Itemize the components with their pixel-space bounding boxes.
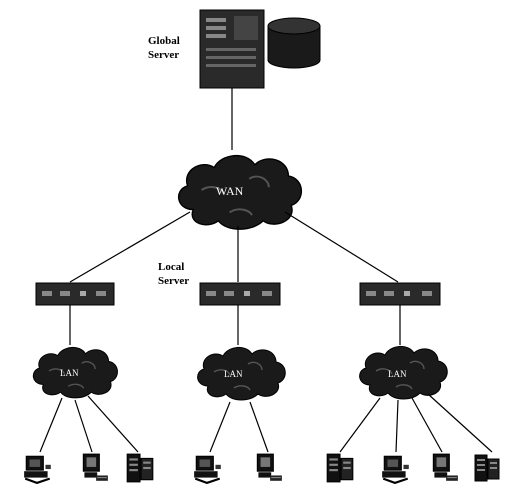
lan-label-2: LAN	[224, 369, 243, 379]
link-lan2-client-2	[249, 401, 269, 453]
lan-label-1: LAN	[60, 368, 79, 378]
global-server-label: Global Server	[148, 35, 183, 61]
terminal-icon	[82, 453, 109, 482]
server-tower-icon	[326, 453, 354, 483]
link-lan2-client-1	[209, 401, 231, 453]
terminal-icon	[432, 453, 459, 482]
workstation-icon	[23, 455, 52, 484]
server-tower-icon	[474, 454, 500, 482]
link-lan1-client-3	[87, 395, 139, 453]
link-lan1-client-1	[39, 397, 63, 453]
database-icon	[267, 17, 321, 69]
link-lan3-client-1	[339, 397, 381, 453]
link-lan3-client-2	[395, 399, 399, 453]
wan-label: WAN	[216, 184, 244, 198]
terminal-icon	[256, 453, 283, 482]
global-server-icon	[199, 9, 265, 89]
link-lan3-client-3	[411, 397, 443, 453]
workstation-icon	[381, 455, 410, 484]
link-wan-local-1	[69, 211, 191, 283]
local-server-3	[359, 282, 441, 306]
lan-label-3: LAN	[388, 369, 407, 379]
workstation-icon	[193, 455, 222, 484]
local-server-2	[199, 282, 281, 306]
server-tower-icon	[126, 453, 154, 483]
link-lan3-client-4	[427, 393, 493, 453]
link-lan1-client-2	[74, 399, 93, 453]
link-wan-local-3	[284, 211, 399, 283]
local-server-label: Local Server	[158, 261, 189, 287]
local-server-1	[35, 282, 115, 306]
